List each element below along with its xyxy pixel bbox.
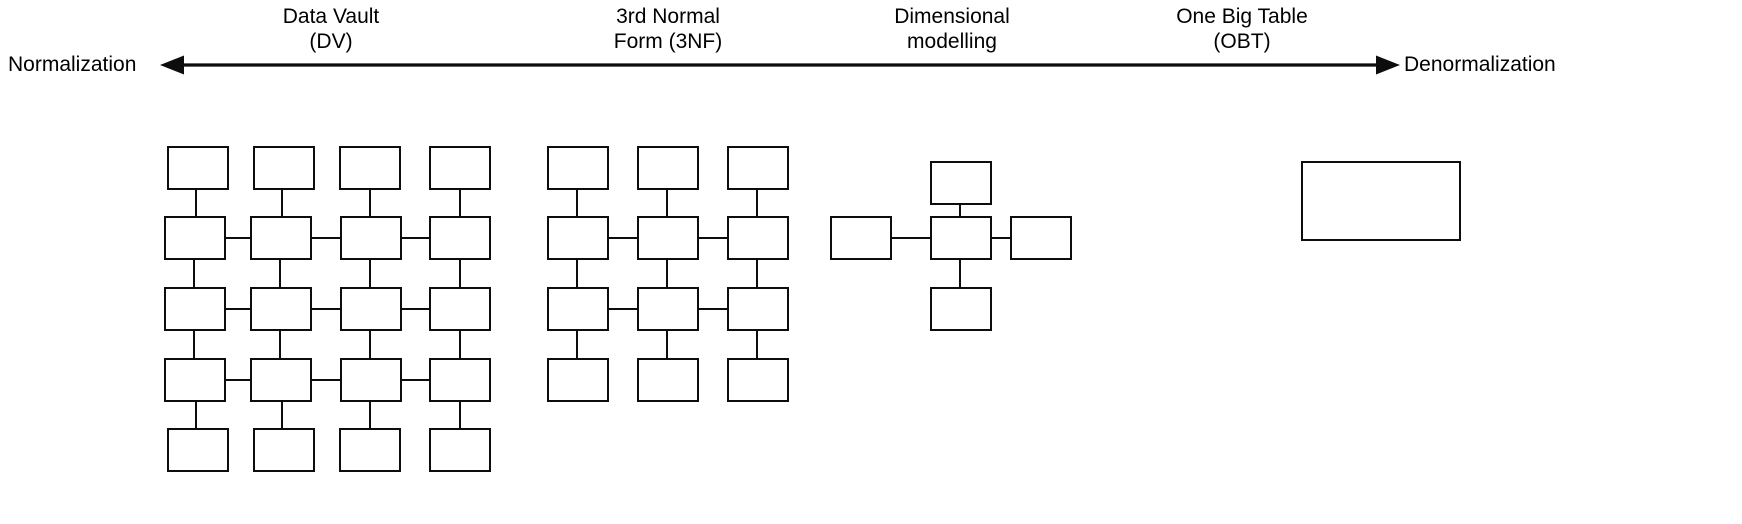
stage-label-data-vault: Data Vault (DV) <box>282 5 380 53</box>
connector-vertical <box>195 189 198 217</box>
entity-box <box>429 358 491 402</box>
connector-horizontal <box>891 237 931 240</box>
entity-box <box>637 358 699 402</box>
connector-vertical <box>279 259 282 288</box>
connector-vertical <box>756 259 759 288</box>
entity-box-dimension-right <box>1010 216 1072 260</box>
entity-box <box>340 287 402 331</box>
entity-box <box>547 216 609 260</box>
entity-box <box>250 358 312 402</box>
entity-box <box>253 146 315 190</box>
connector-horizontal <box>991 237 1011 240</box>
connector-vertical <box>666 189 669 217</box>
connector-vertical <box>756 330 759 359</box>
axis-label-normalization: Normalization <box>8 53 137 76</box>
entity-box-dimension-top <box>930 161 992 205</box>
connector-horizontal <box>225 237 251 240</box>
entity-box <box>637 146 699 190</box>
entity-box <box>547 287 609 331</box>
connector-vertical <box>193 259 196 288</box>
connector-vertical <box>193 330 196 359</box>
connector-vertical <box>666 259 669 288</box>
connector-horizontal <box>225 379 251 382</box>
entity-box <box>250 216 312 260</box>
stage-label-one-big-table: One Big Table (OBT) <box>1176 5 1308 53</box>
entity-box <box>164 358 226 402</box>
connector-vertical <box>459 401 462 429</box>
entity-box <box>429 428 491 472</box>
entity-box <box>429 146 491 190</box>
connector-vertical <box>459 189 462 217</box>
entity-box <box>727 287 789 331</box>
connector-vertical <box>959 259 962 288</box>
connector-vertical <box>459 330 462 359</box>
normalization-spectrum-arrow <box>160 52 1400 78</box>
connector-horizontal <box>401 379 430 382</box>
connector-horizontal <box>401 308 430 311</box>
connector-vertical <box>756 189 759 217</box>
connector-vertical <box>576 259 579 288</box>
entity-box <box>250 287 312 331</box>
entity-box <box>637 216 699 260</box>
entity-box <box>429 216 491 260</box>
entity-box <box>167 146 229 190</box>
entity-box <box>547 358 609 402</box>
entity-box <box>164 287 226 331</box>
entity-box <box>339 146 401 190</box>
connector-vertical <box>576 189 579 217</box>
entity-box <box>340 216 402 260</box>
connector-vertical <box>369 189 372 217</box>
connector-horizontal <box>311 308 341 311</box>
connector-vertical <box>281 189 284 217</box>
entity-box <box>340 358 402 402</box>
connector-horizontal <box>401 237 430 240</box>
stage-label-3nf: 3rd Normal Form (3NF) <box>613 5 723 53</box>
entity-box <box>547 146 609 190</box>
connector-vertical <box>281 401 284 429</box>
connector-horizontal <box>698 237 728 240</box>
entity-box <box>727 216 789 260</box>
connector-vertical <box>369 401 372 429</box>
connector-vertical <box>369 259 372 288</box>
entity-box <box>727 146 789 190</box>
entity-box-fact-center <box>930 216 992 260</box>
connector-vertical <box>666 330 669 359</box>
connector-horizontal <box>608 237 638 240</box>
connector-vertical <box>959 204 962 217</box>
connector-vertical <box>369 330 372 359</box>
connector-vertical <box>279 330 282 359</box>
axis-label-denormalization: Denormalization <box>1404 53 1556 76</box>
entity-box-dimension-bottom <box>930 287 992 331</box>
entity-box <box>339 428 401 472</box>
connector-horizontal <box>311 237 341 240</box>
connector-vertical <box>576 330 579 359</box>
entity-box <box>429 287 491 331</box>
entity-box-one-big-table <box>1301 161 1461 241</box>
connector-vertical <box>195 401 198 429</box>
entity-box <box>253 428 315 472</box>
connector-horizontal <box>608 308 638 311</box>
connector-horizontal <box>225 308 251 311</box>
connector-horizontal <box>698 308 728 311</box>
connector-horizontal <box>311 379 341 382</box>
entity-box <box>167 428 229 472</box>
entity-box <box>164 216 226 260</box>
stage-label-dimensional-modelling: Dimensional modelling <box>894 5 1010 53</box>
entity-box <box>637 287 699 331</box>
entity-box <box>727 358 789 402</box>
connector-vertical <box>459 259 462 288</box>
entity-box-dimension-left <box>830 216 892 260</box>
